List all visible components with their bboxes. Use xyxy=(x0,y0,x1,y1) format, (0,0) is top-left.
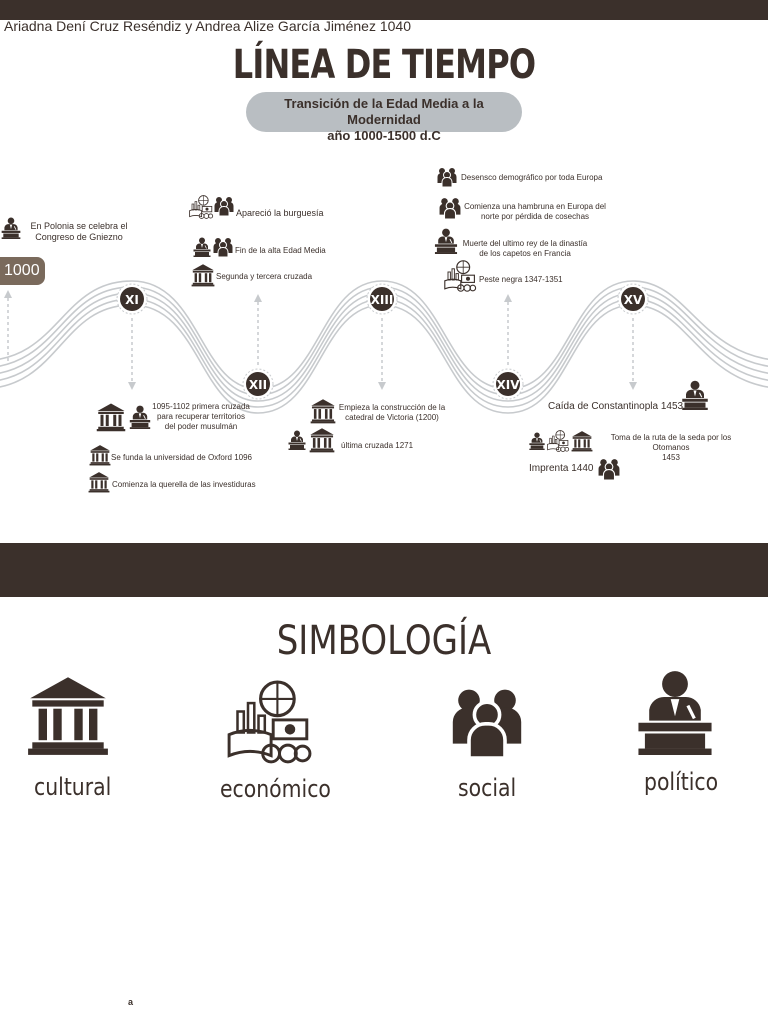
people-icon xyxy=(439,194,461,222)
event-imprenta: Imprenta 1440 xyxy=(529,463,594,474)
temple-icon xyxy=(310,398,336,424)
event-hambruna: Comienza una hambruna en Europa del nort… xyxy=(464,202,606,221)
politician-icon xyxy=(287,427,307,453)
event-primera-cruzada: 1095-1102 primera cruzada para recuperar… xyxy=(152,402,250,431)
event-ultima-cruzada: última cruzada 1271 xyxy=(341,441,414,450)
century-label-xv: XV xyxy=(624,293,643,307)
politician-icon xyxy=(0,212,22,244)
event-ruta-seda: Toma de la ruta de la seda por los Otoma… xyxy=(610,433,732,462)
century-circles xyxy=(116,283,649,400)
legend-label-social: social xyxy=(458,774,517,802)
authors-line: Ariadna Dení Cruz Reséndiz y Andrea Aliz… xyxy=(4,18,411,34)
event-constantinopla: Caída de Constantinopla 1453 xyxy=(548,401,684,412)
top-band xyxy=(0,0,768,20)
middle-band xyxy=(0,543,768,597)
century-label-xii: XII xyxy=(249,378,267,392)
page-title: LÍNEA DE TIEMPO xyxy=(232,42,536,88)
century-label-xiii: XIII xyxy=(371,293,394,307)
event-descenso: Desensco demográfico por toda Europa xyxy=(461,173,603,182)
legend-label-economico: económico xyxy=(220,775,331,803)
event-polonia: En Polonia se celebra el Congreso de Gni… xyxy=(30,221,128,242)
subtitle-line-2: año 1000-1500 d.C xyxy=(327,128,441,143)
economy-icon xyxy=(441,260,479,292)
politician-icon xyxy=(680,377,710,413)
legend-title: SIMBOLOGÍA xyxy=(276,618,492,664)
people-icon xyxy=(598,455,620,483)
event-burguesia: Apareció la burguesía xyxy=(236,208,324,218)
event-catedral: Empieza la construcción de la catedral d… xyxy=(338,403,446,422)
politician-icon xyxy=(632,660,718,764)
legend-label-politico: político xyxy=(644,768,719,796)
temple-icon xyxy=(570,430,594,452)
temple-icon xyxy=(96,402,126,432)
people-icon xyxy=(451,672,523,772)
temple-icon xyxy=(309,427,335,453)
politician-icon xyxy=(192,234,212,260)
people-icon xyxy=(437,164,457,190)
timeline-arrows xyxy=(4,290,637,390)
event-investiduras: Comienza la querella de las investiduras xyxy=(112,480,256,489)
economy-icon xyxy=(546,430,570,452)
event-cruzada-2-3: Segunda y tercera cruzada xyxy=(216,272,313,281)
temple-icon xyxy=(89,444,111,466)
people-icon xyxy=(214,194,234,218)
economy-icon xyxy=(219,680,319,764)
timeline-graphic: XI XII XIII XIV XV xyxy=(0,280,768,414)
politician-icon xyxy=(528,430,546,452)
legend-label-cultural: cultural xyxy=(34,773,112,801)
century-label-xiv: XIV xyxy=(496,378,520,392)
subtitle-pill: Transición de la Edad Media a la Moderni… xyxy=(246,92,522,143)
temple-icon xyxy=(191,263,215,287)
event-alta-edad-media: Fin de la alta Edad Media xyxy=(235,246,326,255)
temple-icon xyxy=(25,673,111,757)
start-year-badge: 1000 xyxy=(0,257,45,285)
politician-icon xyxy=(433,224,459,258)
century-label-xi: XI xyxy=(125,293,139,307)
people-icon xyxy=(213,234,233,260)
event-peste: Peste negra 1347-1351 xyxy=(479,275,563,284)
subtitle-line-1: Transición de la Edad Media a la Moderni… xyxy=(284,96,484,127)
event-oxford: Se funda la universidad de Oxford 1096 xyxy=(111,453,252,462)
event-capetos: Muerte del ultimo rey de la dinastía de … xyxy=(462,239,588,258)
footnote: a xyxy=(128,997,134,1007)
temple-icon xyxy=(88,471,110,493)
economy-icon xyxy=(188,195,214,219)
